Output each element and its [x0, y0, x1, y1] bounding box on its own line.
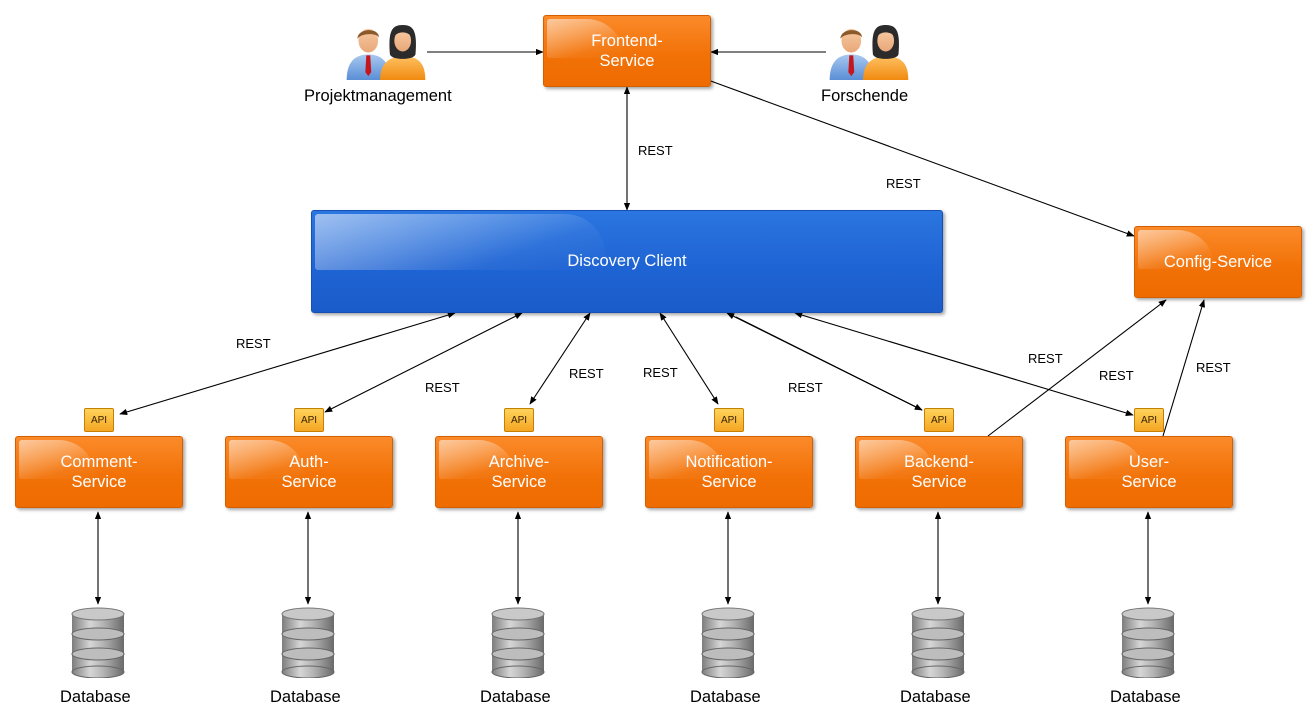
notification-service-node[interactable]: Notification- Service: [645, 436, 813, 508]
rest-label-frontend-discovery: REST: [638, 143, 673, 158]
discovery-client-label: Discovery Client: [567, 252, 687, 270]
frontend-service-label: Frontend- Service: [591, 32, 663, 70]
notification-service-label: Notification- Service: [685, 453, 773, 491]
comment-database-icon: [71, 607, 125, 678]
rest-label-backend-config: REST: [1099, 368, 1134, 383]
forschende-person-icon: [829, 24, 909, 80]
user-database-icon: [1121, 607, 1175, 678]
rest-label-frontend-config: REST: [886, 176, 921, 191]
database-label-user: Database: [1110, 688, 1181, 706]
rest-label-notification: REST: [643, 365, 678, 380]
user-service-label: User- Service: [1121, 453, 1177, 491]
config-service-label: Config-Service: [1163, 253, 1273, 271]
user-api-badge-icon: API: [1134, 408, 1164, 432]
comment-service-label: Comment- Service: [60, 453, 138, 491]
edge-backend-config: [987, 299, 1167, 437]
auth-service-node[interactable]: Auth- Service: [225, 436, 393, 508]
database-label-comment: Database: [60, 688, 131, 706]
edge-frontend-config: [707, 79, 1135, 237]
edge-user-config: [1162, 299, 1205, 437]
rest-label-comment: REST: [236, 336, 271, 351]
actor-label-projektmanagement: Projektmanagement: [304, 87, 452, 105]
notification-database-icon: [701, 607, 755, 678]
auth-database-icon: [281, 607, 335, 678]
rest-label-archive: REST: [569, 366, 604, 381]
edge-discovery-archive: [529, 312, 591, 405]
database-label-backend: Database: [900, 688, 971, 706]
database-label-notification: Database: [690, 688, 761, 706]
archive-database-icon: [491, 607, 545, 678]
edge-discovery-auth: [324, 312, 523, 413]
user-service-node[interactable]: User- Service: [1065, 436, 1233, 508]
backend-service-label: Backend- Service: [904, 453, 974, 491]
rest-label-user-config: REST: [1196, 360, 1231, 375]
database-label-auth: Database: [270, 688, 341, 706]
config-service-node[interactable]: Config-Service: [1134, 226, 1302, 298]
discovery-client-node[interactable]: Discovery Client: [311, 210, 943, 313]
backend-api-badge-icon: API: [924, 408, 954, 432]
rest-label-auth: REST: [425, 380, 460, 395]
database-label-archive: Database: [480, 688, 551, 706]
edge-discovery-notification: [659, 312, 719, 405]
projektmanagement-person-icon: [346, 24, 426, 80]
backend-database-icon: [911, 607, 965, 678]
frontend-service-node[interactable]: Frontend- Service: [543, 15, 711, 87]
rest-label-user: REST: [1028, 351, 1063, 366]
auth-api-badge-icon: API: [294, 408, 324, 432]
comment-api-badge-icon: API: [84, 408, 114, 432]
actor-label-forschende: Forschende: [821, 87, 909, 105]
backend-service-node[interactable]: Backend- Service: [855, 436, 1023, 508]
archive-service-label: Archive- Service: [488, 453, 550, 491]
archive-api-badge-icon: API: [504, 408, 534, 432]
archive-service-node[interactable]: Archive- Service: [435, 436, 603, 508]
edge-discovery-user: [794, 312, 1134, 416]
auth-service-label: Auth- Service: [281, 453, 337, 491]
comment-service-node[interactable]: Comment- Service: [15, 436, 183, 508]
rest-label-backend: REST: [788, 380, 823, 395]
edge-discovery-comment: [119, 312, 456, 415]
notification-api-badge-icon: API: [714, 408, 744, 432]
